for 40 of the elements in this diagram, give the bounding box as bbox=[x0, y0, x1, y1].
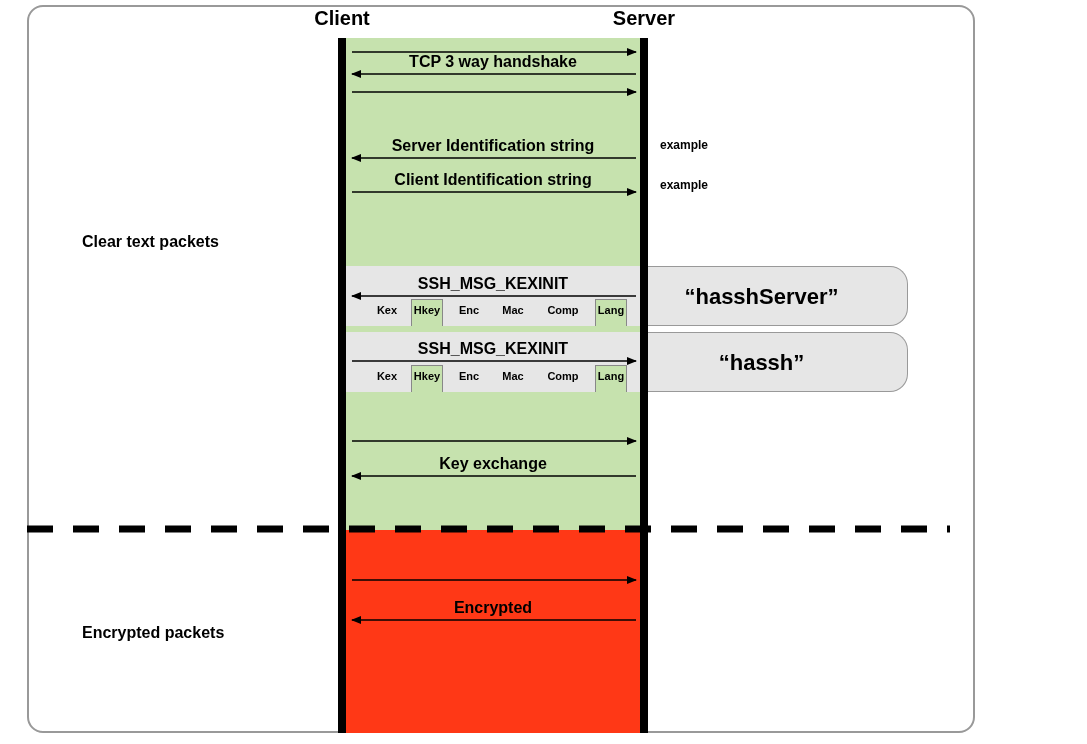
field-label: Comp bbox=[546, 303, 580, 318]
message-arrow bbox=[351, 437, 637, 445]
message-arrow bbox=[351, 188, 637, 196]
field-tab: Hkey bbox=[411, 365, 443, 392]
zone-label: Clear text packets bbox=[82, 232, 219, 252]
band-label: “hassh” bbox=[718, 348, 806, 377]
kexinit-band bbox=[648, 332, 908, 392]
edge-label: Encrypted bbox=[452, 600, 534, 616]
lifeline-heading: Client bbox=[314, 6, 370, 30]
message-arrow bbox=[351, 154, 637, 162]
field-label: Kex bbox=[375, 303, 399, 318]
example-note: example bbox=[660, 177, 709, 194]
field-label: Mac bbox=[501, 303, 525, 318]
band-label: “hasshServer” bbox=[684, 282, 840, 311]
field-label: Enc bbox=[457, 369, 481, 384]
zone-label: Encrypted packets bbox=[82, 623, 225, 643]
field-tab: Hkey bbox=[411, 299, 443, 326]
message-arrow bbox=[351, 292, 637, 300]
kexinit-band bbox=[648, 266, 908, 326]
edge-label: SSH_MSG_KEXINIT bbox=[416, 341, 570, 357]
field-label: Enc bbox=[457, 303, 481, 318]
message-arrow bbox=[351, 472, 637, 480]
message-arrow bbox=[351, 357, 637, 365]
field-label: Kex bbox=[375, 369, 399, 384]
message-arrow bbox=[351, 70, 637, 78]
message-arrow bbox=[351, 88, 637, 96]
edge-label: Key exchange bbox=[438, 456, 548, 472]
field-label: Mac bbox=[501, 369, 525, 384]
message-arrow bbox=[351, 48, 637, 56]
field-tab: Lang bbox=[595, 365, 627, 392]
field-tab: Lang bbox=[595, 299, 627, 326]
edge-label: Client Identification string bbox=[393, 172, 593, 188]
field-label: Comp bbox=[546, 369, 580, 384]
example-note: example bbox=[660, 137, 709, 154]
lifeline-heading: Server bbox=[612, 6, 676, 30]
edge-label: SSH_MSG_KEXINIT bbox=[416, 276, 570, 292]
edge-label: TCP 3 way handshake bbox=[408, 54, 578, 70]
message-arrow bbox=[351, 616, 637, 624]
edge-label: Server Identification string bbox=[390, 138, 596, 154]
message-arrow bbox=[351, 576, 637, 584]
